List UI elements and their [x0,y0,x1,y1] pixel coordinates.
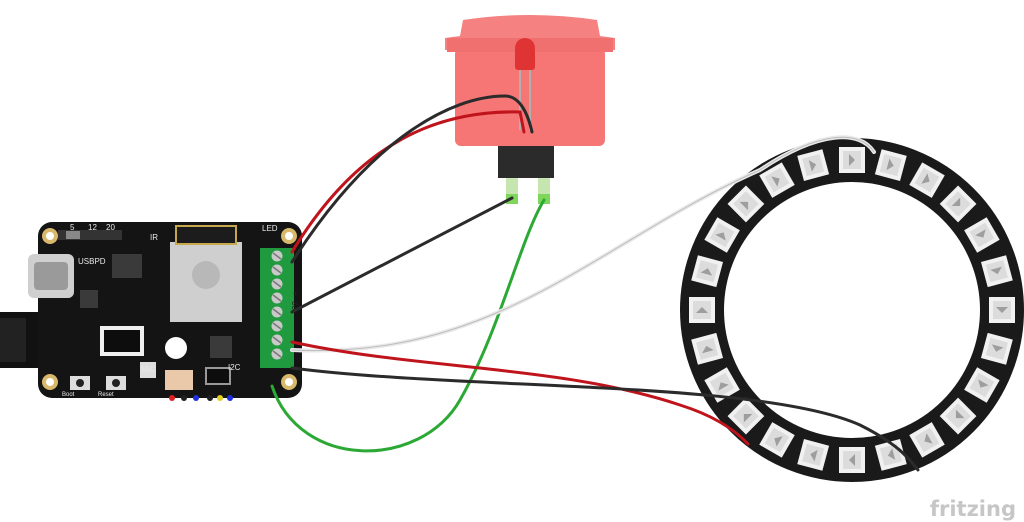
silk-mic: MIC [141,365,156,374]
neopixel-led [689,297,715,323]
wire-black-board-switch [290,196,514,314]
wire-green-board-switch [270,198,546,453]
neopixel-led [797,149,830,182]
neopixel-led [797,438,830,471]
wire-red-ring-power [290,340,750,446]
neopixel-led [964,367,1000,403]
silk-12v: 12 [88,223,97,232]
neopixel-led [759,422,795,458]
neopixel-led [704,367,740,403]
silk-reset: Reset [98,392,114,398]
fritzing-watermark: fritzing [930,497,1016,521]
silk-20v: 20 [106,223,115,232]
neopixel-led [964,217,1000,253]
neopixel-led [727,185,765,223]
neopixel-led [939,185,977,223]
silk-usbpd: USBPD [78,257,106,266]
wires [270,94,920,472]
arcade-button [445,15,615,204]
neopixel-led [691,255,724,288]
neopixel-led [704,217,740,253]
wire-black-ring-ground [290,366,920,472]
silk-boot: Boot [62,392,75,398]
neopixel-led [980,332,1013,365]
neopixel-led [874,149,907,182]
neopixel-led [839,147,865,173]
led-icon [515,38,535,130]
wire-red-board-button [290,110,526,254]
wire-black-board-button [290,94,534,264]
microcontroller-board: 5 12 20 USBPD LED IR MIC I2C Boot Reset … [0,222,302,401]
silk-led: LED [262,224,278,233]
neopixel-ring [680,138,1024,482]
switch-body [498,146,554,178]
silk-i2c: I2C [228,363,241,372]
neopixel-led [759,162,795,198]
neopixel-led [727,397,765,435]
neopixel-led [980,255,1013,288]
adafruit-logo [165,337,187,359]
neopixel-led [989,297,1015,323]
silk-ir: IR [150,233,158,242]
neopixel-led [909,162,945,198]
neopixel-led [839,447,865,473]
neopixel-led [909,422,945,458]
neopixel-led [939,397,977,435]
neopixel-led [691,332,724,365]
silk-plus: + [291,291,300,296]
ring-pixels [689,147,1015,473]
neopixel-led [874,438,907,471]
silk-5v: 5 [70,223,75,232]
silk-pin22: 22 [291,301,300,310]
